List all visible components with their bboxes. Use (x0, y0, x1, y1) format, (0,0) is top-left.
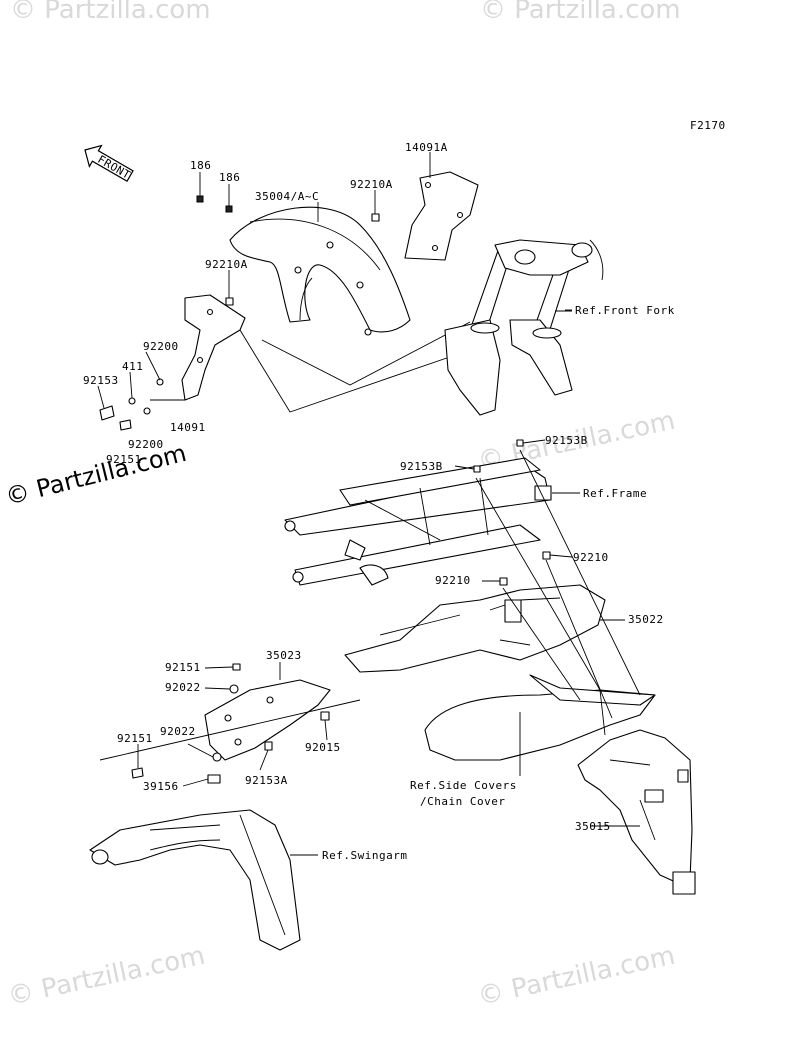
label-92151-b: 92151 (117, 732, 153, 745)
label-92210-mid: 92210 (435, 574, 471, 587)
label-92200: 92200 (143, 340, 179, 353)
watermark-main: © Partzilla.com (3, 439, 189, 511)
rear-frame-reference (284, 457, 552, 586)
label-92153B-mid: 92153B (400, 460, 443, 473)
label-92210-right: 92210 (573, 551, 609, 564)
side-cover-reference (424, 674, 656, 761)
swingarm-reference (89, 699, 361, 951)
label-35023: 35023 (266, 649, 302, 662)
front-label: FRONT (95, 153, 132, 182)
chain-cover (131, 663, 331, 784)
label-35022: 35022 (628, 613, 664, 626)
label-35004: 35004/A~C (255, 190, 319, 203)
label-14091: 14091 (170, 421, 206, 434)
ref-frame: Ref.Frame (583, 487, 647, 500)
label-39156: 39156 (143, 780, 179, 793)
part-labels: 186 186 35004/A~C 92210A 14091A 92210A 9… (83, 141, 664, 833)
leader-lines (97, 152, 641, 856)
label-92200-b: 92200 (128, 438, 164, 451)
label-92153: 92153 (83, 374, 119, 387)
label-92153A: 92153A (245, 774, 288, 787)
label-92210A-top: 92210A (350, 178, 393, 191)
front-fender-assembly (99, 171, 479, 431)
label-92210A-mid: 92210A (205, 258, 248, 271)
label-92151-side: 92151 (106, 453, 142, 466)
figure-code: F2170 (690, 119, 726, 132)
label-92153B-top: 92153B (545, 434, 588, 447)
label-411: 411 (122, 360, 143, 373)
label-92022-a: 92022 (165, 681, 201, 694)
reference-labels: Ref.Front Fork Ref.Frame Ref.Side Covers… (322, 304, 675, 862)
watermark-top-right: © Partzilla.com (480, 0, 681, 25)
rear-fender (577, 729, 696, 895)
label-92015: 92015 (305, 741, 341, 754)
rear-inner-fender (344, 439, 606, 673)
watermark-bottom-right: © Partzilla.com (475, 941, 677, 1012)
ref-chain-cover: /Chain Cover (420, 795, 505, 808)
label-186-b: 186 (219, 171, 240, 184)
label-92022-b: 92022 (160, 725, 196, 738)
front-arrow-icon: FRONT (84, 144, 134, 183)
label-35015: 35015 (575, 820, 611, 833)
watermark-bottom-left: © Partzilla.com (5, 941, 207, 1012)
label-92151-a: 92151 (165, 661, 201, 674)
label-186-a: 186 (190, 159, 211, 172)
watermark-top-left: © Partzilla.com (10, 0, 211, 25)
front-fork-reference (444, 239, 604, 416)
label-14091A: 14091A (405, 141, 448, 154)
ref-swingarm: Ref.Swingarm (322, 849, 407, 862)
ref-side-covers: Ref.Side Covers (410, 779, 517, 792)
ref-front-fork: Ref.Front Fork (575, 304, 675, 317)
